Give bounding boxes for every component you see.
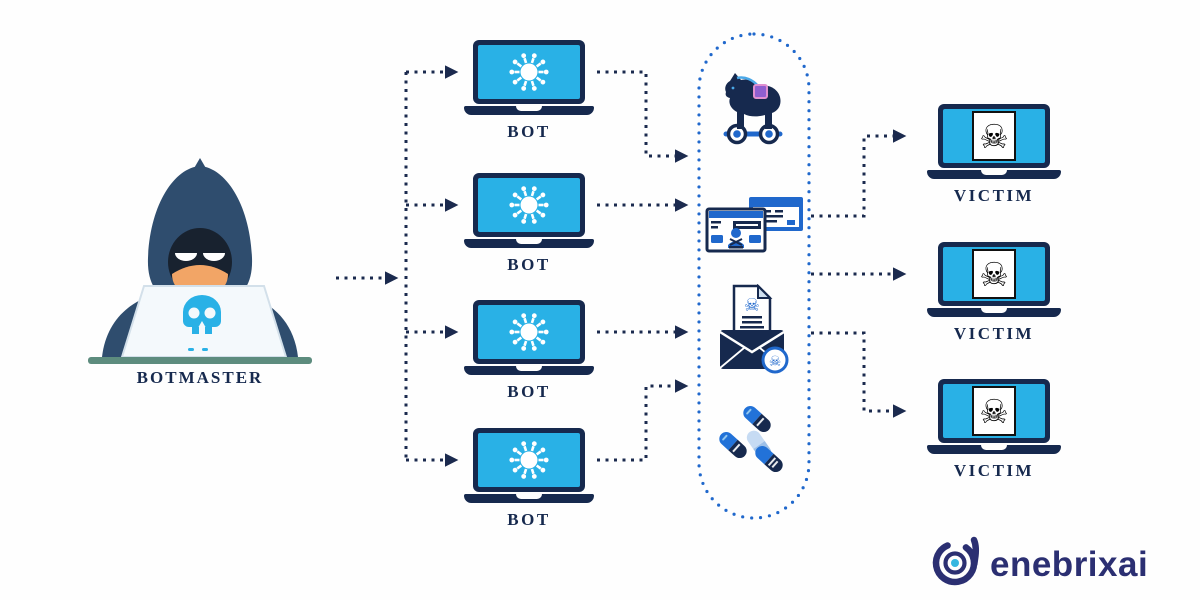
- trojan-horse-icon: [723, 73, 783, 145]
- bot-node-2: BOT: [464, 173, 594, 275]
- laptop-bezel: [473, 300, 585, 364]
- laptop-screen: ☠: [943, 247, 1045, 301]
- desk: [88, 357, 312, 364]
- skull-crossbones-icon: ☠: [972, 386, 1016, 436]
- svg-text:☠: ☠: [769, 354, 782, 370]
- laptop-base: [927, 170, 1061, 179]
- attack-channel: ☠ ☠: [695, 30, 813, 522]
- laptop-screen: ☠: [943, 109, 1045, 163]
- laptop-bezel: ☠: [938, 379, 1050, 443]
- bot-node-4: BOT: [464, 428, 594, 530]
- virus-icon: [507, 310, 551, 354]
- victim-node-3: ☠ VICTIM: [927, 379, 1061, 481]
- fake-id-cards-icon: [705, 197, 803, 253]
- laptop-base: [464, 366, 594, 375]
- logo-text: enebrixai: [990, 545, 1149, 584]
- laptop-screen: [478, 45, 580, 99]
- hacker-eye-left: [175, 253, 197, 261]
- bot-label: BOT: [507, 255, 551, 274]
- laptop-screen: ☠: [943, 384, 1045, 438]
- arrow-bot4-to-channel: [597, 379, 689, 462]
- victim-label: VICTIM: [953, 186, 1035, 205]
- laptop-base: [927, 445, 1061, 454]
- bot-node-3: BOT: [464, 300, 594, 402]
- laptop-screen: [478, 305, 580, 359]
- virus-icon: [507, 438, 551, 482]
- bot-label: BOT: [507, 122, 551, 141]
- laptop-bezel: ☠: [938, 104, 1050, 168]
- attack-channel-border: [697, 32, 811, 520]
- laptop-base: [464, 239, 594, 248]
- svg-text:☠: ☠: [744, 295, 760, 316]
- laptop-bezel: ☠: [938, 242, 1050, 306]
- bot-label: BOT: [507, 510, 551, 529]
- skull-crossbones-icon: ☠: [972, 249, 1016, 299]
- arrow-bot1-to-channel: [597, 70, 689, 163]
- logo-d-mark-icon: [932, 536, 980, 586]
- hacker-icon: [88, 158, 312, 364]
- laptop-screen: [478, 178, 580, 232]
- laptop-base: [464, 106, 594, 115]
- laptop-bezel: [473, 40, 585, 104]
- skull-crossbones-icon: ☠: [972, 111, 1016, 161]
- victim-node-1: ☠ VICTIM: [927, 104, 1061, 206]
- victim-label: VICTIM: [953, 324, 1035, 343]
- arrow-channel-to-victim1: [811, 129, 907, 218]
- virus-icon: [507, 50, 551, 94]
- illegal-pills-icon: [719, 406, 783, 472]
- laptop-bezel: [473, 428, 585, 492]
- phishing-email-icon: ☠ ☠: [719, 284, 789, 374]
- virus-icon: [507, 183, 551, 227]
- skull-icon: [183, 295, 221, 334]
- botmaster-label: BOTMASTER: [136, 368, 264, 387]
- bot-node-1: BOT: [464, 40, 594, 142]
- victim-label: VICTIM: [953, 461, 1035, 480]
- arrow-channel-to-victim3: [811, 331, 907, 418]
- laptop-base: [927, 308, 1061, 317]
- botmaster-node: [80, 158, 320, 369]
- hacker-eye-right: [203, 253, 225, 261]
- laptop-base: [464, 494, 594, 503]
- brand-logo: enebrixai: [930, 533, 1148, 589]
- victim-node-2: ☠ VICTIM: [927, 242, 1061, 344]
- laptop-bezel: [473, 173, 585, 237]
- bot-label: BOT: [507, 382, 551, 401]
- laptop-screen: [478, 433, 580, 487]
